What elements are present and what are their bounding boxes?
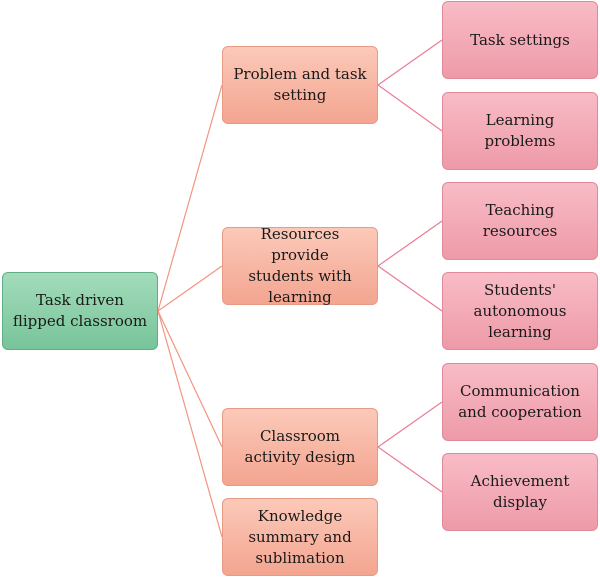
connector-root-to-classroom xyxy=(157,310,223,448)
leaf-label: Students' autonomous learning xyxy=(474,280,567,343)
branch-label: Classroom activity design xyxy=(245,426,356,468)
leaf-label: Learning problems xyxy=(484,110,555,152)
root-label-line: flipped classroom xyxy=(12,312,148,330)
connector-problem-to-learning-problems xyxy=(377,84,443,132)
branch-label-line: Knowledge xyxy=(257,506,343,525)
branch-label-line: Resources provide xyxy=(260,225,340,264)
leaf-node-task-settings: Task settings xyxy=(442,1,598,79)
branch-label-line: activity design xyxy=(244,448,356,466)
connector-problem-to-task-settings xyxy=(377,39,443,86)
leaf-label-line: Communication xyxy=(460,382,580,400)
branch-node-problem-task-setting: Problem and task setting xyxy=(222,46,378,124)
branch-node-knowledge-summary: Knowledge summary and sublimation xyxy=(222,498,378,576)
branch-label-line: Problem and task xyxy=(233,65,367,83)
leaf-label-line: and cooperation xyxy=(458,403,582,421)
leaf-label: Communication and cooperation xyxy=(458,381,582,423)
branch-node-resources: Resources provide students with learning xyxy=(222,224,378,308)
connector-classroom-to-achievement xyxy=(377,446,443,493)
branch-label-line: sublimation xyxy=(255,548,345,567)
leaf-node-learning-problems: Learning problems xyxy=(442,92,598,170)
branch-label-line: learning xyxy=(268,288,332,306)
branch-label: Problem and task setting xyxy=(233,64,366,106)
connector-root-to-knowledge xyxy=(157,310,223,538)
leaf-label-line: Achievement xyxy=(470,472,570,490)
branch-label-line: Classroom xyxy=(259,427,341,445)
connector-resources-to-autonomous-learning xyxy=(377,265,443,312)
leaf-node-communication-cooperation: Communication and cooperation xyxy=(442,363,598,441)
leaf-label: Teaching resources xyxy=(483,200,558,242)
connector-root-to-resources xyxy=(157,265,223,312)
leaf-label-line: problems xyxy=(484,132,556,150)
branch-label-line: setting xyxy=(273,86,327,104)
branch-label-line: students with xyxy=(248,267,352,285)
leaf-node-teaching-resources: Teaching resources xyxy=(442,182,598,260)
leaf-label-line: learning xyxy=(488,322,552,341)
leaf-label-line: resources xyxy=(482,222,558,240)
root-label-line: Task driven xyxy=(36,291,124,309)
connector-classroom-to-communication xyxy=(377,401,443,448)
leaf-label-line: autonomous xyxy=(473,301,567,320)
leaf-node-autonomous-learning: Students' autonomous learning xyxy=(442,272,598,350)
branch-node-classroom-activity: Classroom activity design xyxy=(222,408,378,486)
root-label: Task driven flipped classroom xyxy=(13,290,147,332)
leaf-label-line: display xyxy=(493,493,547,511)
leaf-label-line: Students' xyxy=(484,280,556,299)
branch-label: Resources provide students with learning xyxy=(231,224,369,308)
root-node: Task driven flipped classroom xyxy=(2,272,158,350)
connector-root-to-problem xyxy=(157,84,223,312)
leaf-label: Task settings xyxy=(470,30,570,51)
branch-label-line: summary and xyxy=(248,527,352,546)
leaf-node-achievement-display: Achievement display xyxy=(442,453,598,531)
leaf-label: Achievement display xyxy=(471,471,570,513)
connector-resources-to-teaching-resources xyxy=(377,220,443,267)
leaf-label-line: Teaching xyxy=(485,201,555,219)
leaf-label-line: Learning xyxy=(485,111,555,129)
leaf-label-line: Task settings xyxy=(470,30,570,49)
branch-label: Knowledge summary and sublimation xyxy=(248,506,351,569)
